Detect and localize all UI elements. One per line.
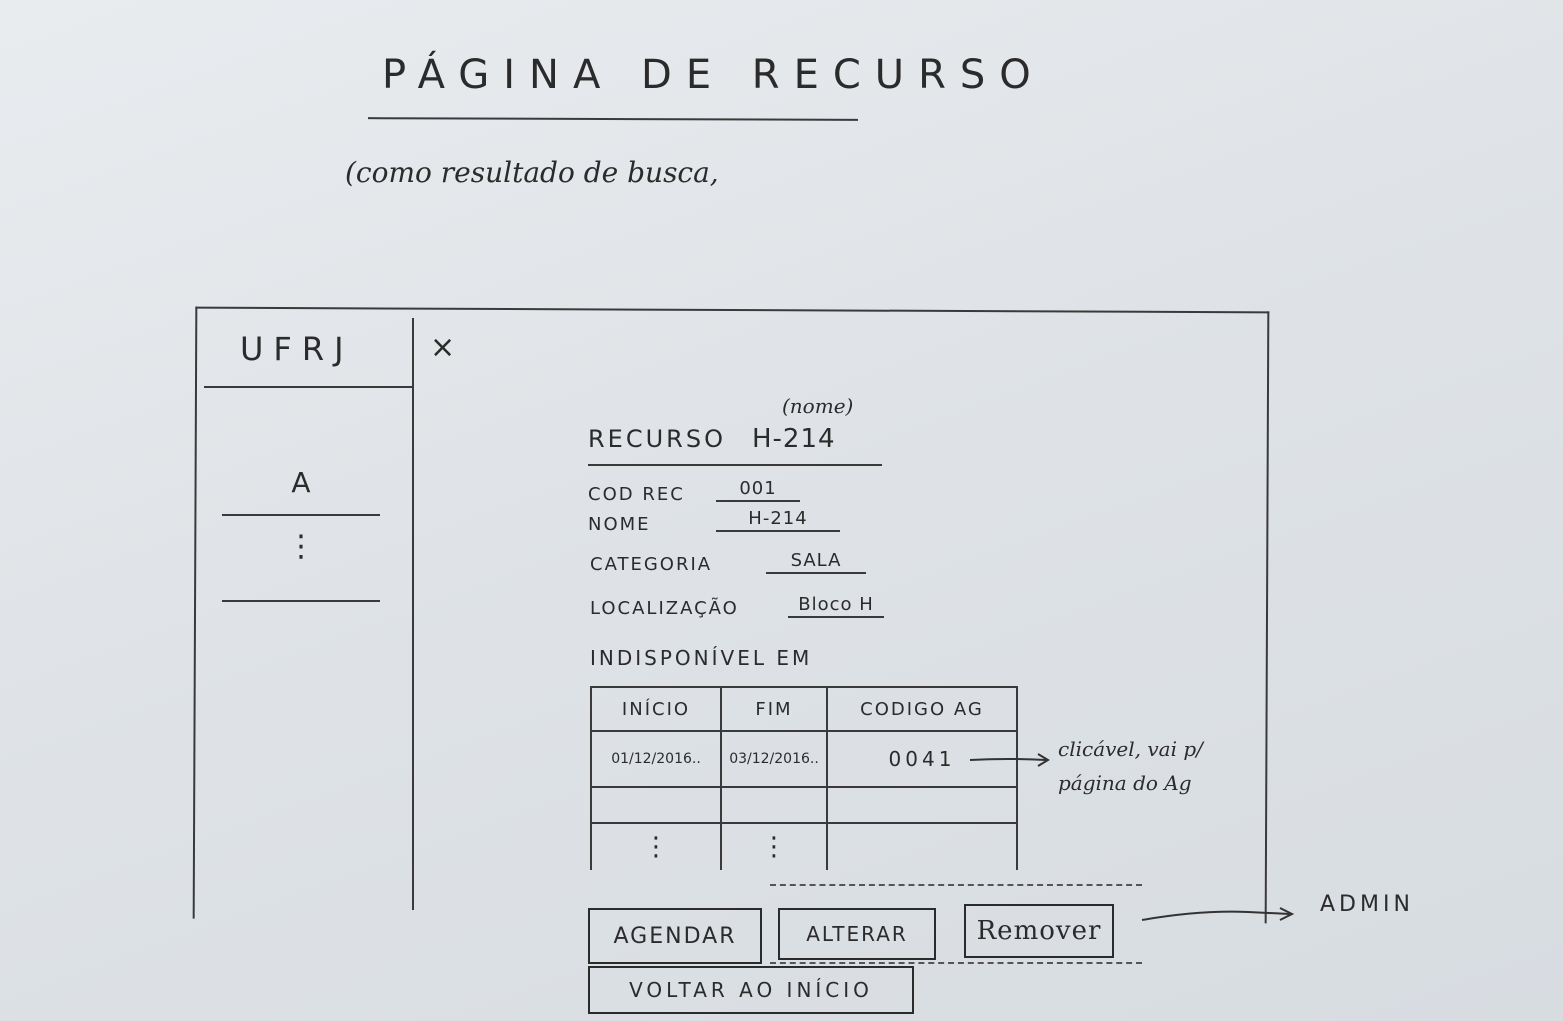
agendar-button[interactable]: AGENDAR	[588, 908, 762, 964]
cell-fim: 03/12/2016..	[720, 730, 828, 788]
cell-empty	[826, 822, 1018, 870]
cell-inicio: 01/12/2016..	[590, 730, 722, 788]
table-row-more: ⋮ ⋮	[590, 822, 1018, 870]
field-label-categoria: CATEGORIA	[590, 554, 713, 575]
cell-more: ⋮	[590, 822, 722, 870]
page-subtitle: (como resultado de busca,	[345, 156, 719, 189]
unavailable-table: INÍCIO FIM CODIGO AG 01/12/2016.. 03/12/…	[590, 686, 1018, 870]
sidebar: UFRJ A ⋮	[204, 318, 414, 910]
field-label-localizacao: LOCALIZAÇÃO	[590, 598, 739, 619]
field-value-categoria: SALA	[766, 550, 866, 574]
sidebar-item-a[interactable]: A	[222, 466, 380, 516]
table-row: 01/12/2016.. 03/12/2016.. 0041	[590, 730, 1018, 788]
logo-divider	[204, 386, 414, 388]
field-label-codrec: COD REC	[588, 484, 685, 505]
code-note: clicável, vai p/ página do Ag	[1058, 737, 1203, 795]
alterar-button[interactable]: ALTERAR	[778, 908, 936, 960]
close-icon[interactable]: ×	[430, 330, 456, 365]
field-value-nome: H-214	[716, 508, 840, 532]
cell-more: ⋮	[720, 822, 828, 870]
table-row	[590, 786, 1018, 824]
resource-heading-label: RECURSO	[588, 425, 726, 453]
admin-group-outline	[770, 884, 1142, 964]
arrow-right-icon	[1141, 907, 1295, 921]
arrow-right-icon	[969, 753, 1050, 767]
sidebar-item-more[interactable]: ⋮	[222, 532, 380, 602]
table-header-row: INÍCIO FIM CODIGO AG	[590, 686, 1018, 732]
name-hint: (nome)	[782, 394, 854, 418]
resource-heading-name: H-214	[751, 424, 836, 454]
resource-heading: RECURSO H-214	[588, 424, 836, 454]
title-underline	[367, 117, 859, 121]
logo: UFRJ	[240, 330, 354, 368]
field-value-localizacao: Bloco H	[788, 594, 884, 618]
admin-note: ADMIN	[1320, 892, 1414, 917]
page-title: PÁGINA DE RECURSO	[382, 52, 1045, 98]
heading-underline	[588, 464, 882, 466]
column-header-codigo: CODIGO AG	[826, 686, 1018, 732]
cell-empty	[590, 786, 722, 824]
voltar-button[interactable]: VOLTAR AO INÍCIO	[588, 966, 914, 1014]
column-header-fim: FIM	[720, 686, 828, 732]
cell-empty	[826, 786, 1018, 824]
column-header-inicio: INÍCIO	[590, 686, 722, 732]
field-label-nome: NOME	[588, 514, 651, 535]
unavailable-heading: INDISPONÍVEL EM	[590, 646, 813, 670]
field-value-codrec: 001	[716, 478, 800, 502]
remover-button[interactable]: Remover	[964, 904, 1114, 958]
cell-empty	[720, 786, 828, 824]
